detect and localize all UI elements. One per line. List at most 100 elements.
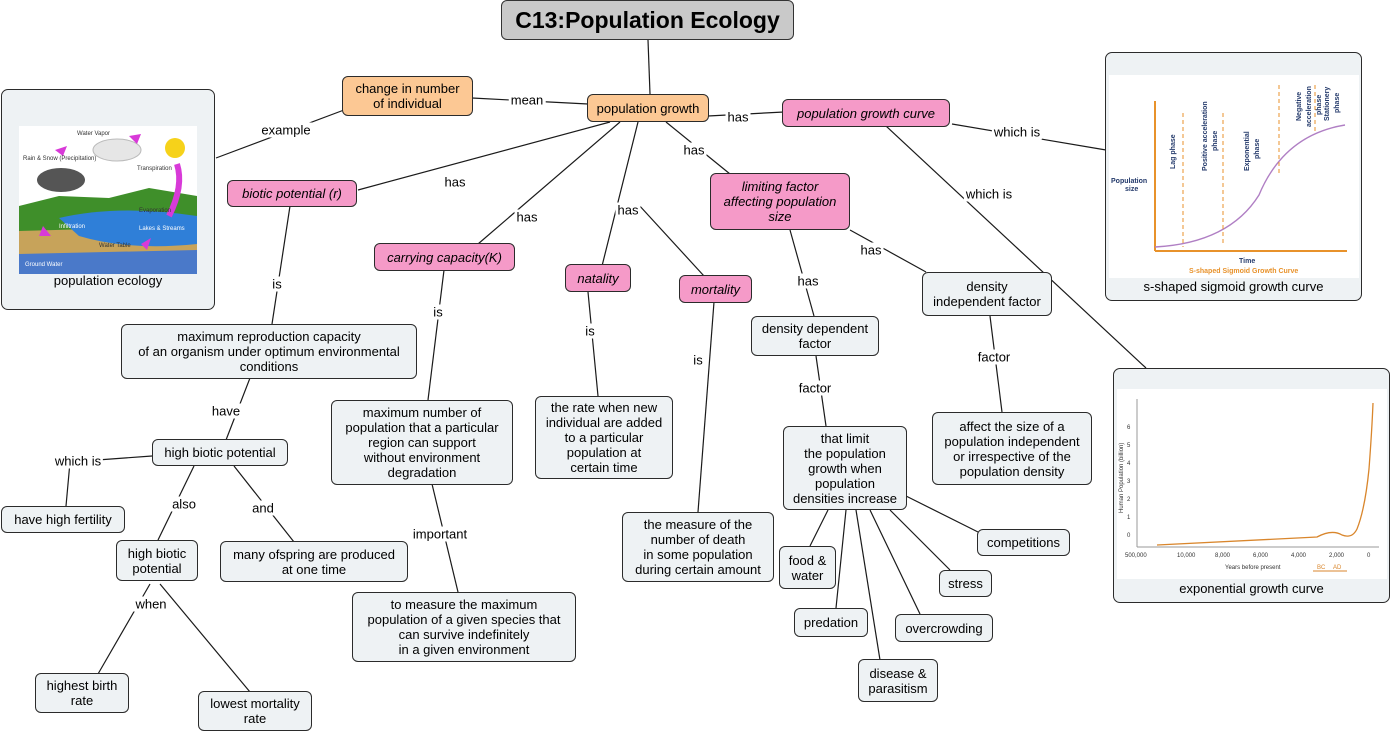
ad-label: AD bbox=[1333, 565, 1342, 571]
node-change-in-number[interactable]: change in number of individual bbox=[342, 76, 473, 116]
svg-text:Positive acceleration: Positive acceleration bbox=[1202, 101, 1209, 171]
link-label-is: is bbox=[583, 323, 597, 339]
node-population-growth-curve[interactable]: population growth curve bbox=[782, 99, 950, 127]
y-tick: 5 bbox=[1127, 443, 1131, 449]
y-tick: 1 bbox=[1127, 515, 1131, 521]
eco-label: Lakes & Streams bbox=[139, 226, 185, 232]
exp-x-label: Years before present bbox=[1225, 565, 1281, 571]
link-label-mean: mean bbox=[508, 92, 546, 108]
y-tick: 0 bbox=[1127, 533, 1131, 539]
eco-label: Transpiration bbox=[137, 166, 172, 172]
node-disease-parasitism[interactable]: disease & parasitism bbox=[858, 659, 938, 702]
x-tick: 8,000 bbox=[1215, 553, 1231, 559]
link-label-has: has bbox=[514, 209, 540, 225]
node-mortality[interactable]: mortality bbox=[679, 275, 752, 303]
node-lowest-mortality-rate[interactable]: lowest mortality rate bbox=[198, 691, 312, 731]
svg-text:phase: phase bbox=[1334, 93, 1341, 113]
page-title: C13:Population Ecology bbox=[501, 0, 794, 40]
node-competitions[interactable]: competitions bbox=[977, 529, 1070, 556]
link-label-which-is: which is bbox=[991, 124, 1043, 140]
node-high-biotic-potential[interactable]: high biotic potential bbox=[152, 439, 288, 466]
link-label-has: has bbox=[858, 242, 884, 258]
node-limiting-factor[interactable]: limiting factor affecting population siz… bbox=[710, 173, 850, 230]
node-many-offspring[interactable]: many ofspring are produced at one time bbox=[220, 541, 408, 582]
y-tick: 2 bbox=[1127, 497, 1131, 503]
link-label-has: has bbox=[615, 202, 641, 218]
eco-label: Water Vapor bbox=[77, 131, 110, 137]
link-label-which-is: which is bbox=[52, 453, 104, 469]
image-caption: population ecology bbox=[53, 273, 163, 288]
x-tick: 500,000 bbox=[1125, 553, 1147, 559]
x-tick: 0 bbox=[1367, 553, 1371, 559]
node-food-water[interactable]: food & water bbox=[779, 546, 836, 589]
svg-text:acceleration: acceleration bbox=[1306, 86, 1313, 127]
node-max-reproduction[interactable]: maximum reproduction capacity of an orga… bbox=[121, 324, 417, 379]
image-node-exponential-curve[interactable]: 6 5 4 3 2 1 0 500,000 10,000 8,000 6,000… bbox=[1113, 368, 1390, 603]
link-label-example: example bbox=[259, 122, 313, 138]
svg-text:size: size bbox=[1125, 186, 1138, 193]
sigmoid-curve-graph: Population size Time S-shaped Sigmoid Gr… bbox=[1109, 75, 1359, 278]
image-node-sigmoid-curve[interactable]: Population size Time S-shaped Sigmoid Gr… bbox=[1105, 52, 1362, 301]
node-natality[interactable]: natality bbox=[565, 264, 631, 292]
sigmoid-subtitle: S-shaped Sigmoid Growth Curve bbox=[1189, 268, 1298, 275]
node-high-biotic-potential-2[interactable]: high biotic potential bbox=[116, 540, 198, 581]
link-label-factor: factor bbox=[796, 380, 834, 396]
y-tick: 4 bbox=[1127, 461, 1131, 467]
link-label-is: is bbox=[691, 352, 705, 368]
node-limit-growth[interactable]: that limit the population growth when po… bbox=[783, 426, 907, 510]
eco-label: Evaporation bbox=[139, 208, 171, 214]
x-tick: 2,000 bbox=[1329, 553, 1345, 559]
node-rate-new-individuals[interactable]: the rate when new individual are added t… bbox=[535, 396, 673, 479]
x-tick: 6,000 bbox=[1253, 553, 1269, 559]
link-label-which-is: which is bbox=[963, 186, 1015, 202]
exp-y-label: Human Population (billion) bbox=[1119, 443, 1125, 513]
svg-text:phase: phase bbox=[1316, 95, 1323, 115]
image-node-population-ecology[interactable]: Water Vapor Rain & Snow (Precipitation) … bbox=[1, 89, 215, 310]
link-label-is: is bbox=[270, 276, 284, 292]
svg-text:Negative: Negative bbox=[1296, 92, 1303, 121]
node-stress[interactable]: stress bbox=[939, 570, 992, 597]
water-cycle-illustration: Water Vapor Rain & Snow (Precipitation) … bbox=[19, 126, 197, 274]
svg-text:phase: phase bbox=[1254, 139, 1261, 159]
node-max-number-population[interactable]: maximum number of population that a part… bbox=[331, 400, 513, 485]
svg-text:phase: phase bbox=[1212, 131, 1219, 151]
link-label-has: has bbox=[795, 273, 821, 289]
bc-label: BC bbox=[1317, 565, 1326, 571]
node-overcrowding[interactable]: overcrowding bbox=[895, 614, 993, 642]
x-tick: 4,000 bbox=[1291, 553, 1307, 559]
node-measure-of-death[interactable]: the measure of the number of death in so… bbox=[622, 512, 774, 582]
eco-label: Infiltration bbox=[59, 224, 85, 230]
sigmoid-y-label: Population bbox=[1111, 178, 1147, 185]
y-tick: 3 bbox=[1127, 479, 1131, 485]
link-label-have: have bbox=[209, 403, 243, 419]
phase-label: Lag phase bbox=[1170, 134, 1177, 169]
eco-label: Rain & Snow (Precipitation) bbox=[23, 156, 96, 162]
node-predation[interactable]: predation bbox=[794, 608, 868, 637]
y-tick: 6 bbox=[1127, 425, 1131, 431]
node-density-dependent[interactable]: density dependent factor bbox=[751, 316, 879, 356]
sigmoid-x-label: Time bbox=[1239, 258, 1255, 265]
node-density-independent[interactable]: density independent factor bbox=[922, 272, 1052, 316]
link-label-is: is bbox=[431, 304, 445, 320]
link-label-and: and bbox=[250, 500, 276, 516]
link-label-has: has bbox=[725, 109, 751, 125]
link-label-factor: factor bbox=[975, 349, 1013, 365]
node-highest-birth-rate[interactable]: highest birth rate bbox=[35, 673, 129, 713]
link-label-has: has bbox=[442, 174, 468, 190]
node-population-growth[interactable]: population growth bbox=[587, 94, 709, 122]
link-label-important: important bbox=[410, 526, 470, 542]
eco-label: Water Table bbox=[99, 243, 131, 249]
image-caption: s-shaped sigmoid growth curve bbox=[1143, 279, 1324, 294]
node-high-fertility[interactable]: have high fertility bbox=[1, 506, 125, 533]
link-label-has: has bbox=[681, 142, 707, 158]
x-tick: 10,000 bbox=[1177, 553, 1196, 559]
svg-text:Exponential: Exponential bbox=[1244, 131, 1251, 171]
node-measure-max-population[interactable]: to measure the maximum population of a g… bbox=[352, 592, 576, 662]
node-carrying-capacity[interactable]: carrying capacity(K) bbox=[374, 243, 515, 271]
link-label-also: also bbox=[170, 496, 198, 512]
link-label-when: when bbox=[133, 596, 169, 612]
image-caption: exponential growth curve bbox=[1179, 581, 1324, 596]
node-affect-size[interactable]: affect the size of a population independ… bbox=[932, 412, 1092, 485]
eco-label: Ground Water bbox=[25, 262, 62, 268]
node-biotic-potential[interactable]: biotic potential (r) bbox=[227, 180, 357, 207]
